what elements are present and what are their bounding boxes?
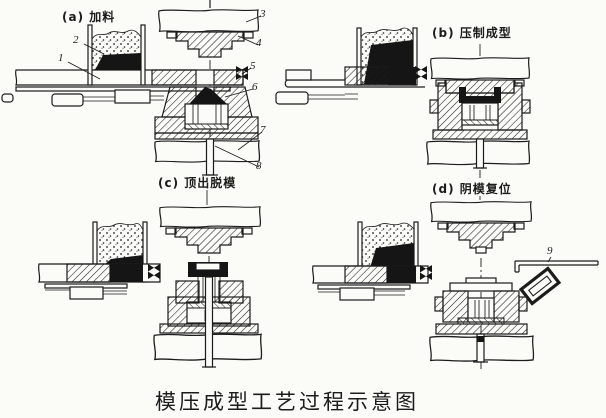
upper-platen-b [430, 57, 531, 80]
panel-d-drawing [312, 196, 599, 372]
upper-platen-c [159, 206, 262, 228]
upper-platen-a [158, 9, 260, 33]
leader-lines-a [67, 15, 263, 168]
figure-caption: 模压成型工艺过程示意图 [155, 390, 419, 414]
panel-a-label: (a) 加料 [62, 10, 116, 24]
panel-c-label: (c) 顶出脱模 [158, 176, 237, 190]
plate-latch-c [148, 264, 160, 279]
callout-6: 6 [252, 81, 258, 93]
molded-part-b [459, 87, 501, 103]
panel-b-drawing [275, 27, 531, 178]
ejector-rod-a [205, 138, 215, 176]
ejector-rod-b [475, 138, 485, 169]
callout-9: 9 [547, 245, 553, 257]
material-container-a [87, 24, 146, 86]
callout-5: 5 [250, 60, 256, 72]
plate-latch-d [420, 265, 432, 280]
callout-8: 8 [256, 160, 262, 172]
callout-4: 4 [256, 37, 262, 49]
mold-a [154, 86, 259, 140]
upper-platen-d [430, 201, 533, 223]
panel-b-label: (b) 压制成型 [432, 26, 512, 40]
callout-3: 3 [260, 8, 266, 20]
callout-7: 7 [260, 124, 266, 136]
upper-punch-c [165, 227, 253, 254]
panel-d-label: (d) 阴模复位 [432, 182, 512, 196]
panel-c-drawing [38, 190, 263, 368]
panel-a-drawing [1, 0, 263, 176]
pry-bar-tool [514, 260, 599, 273]
charge-a [189, 87, 227, 104]
callout-1: 1 [58, 52, 64, 64]
plate-latch-a [236, 66, 248, 80]
plate-latch-b [415, 66, 427, 80]
callout-2: 2 [73, 34, 79, 46]
mold-d [434, 277, 528, 335]
upper-punch-a [166, 31, 254, 58]
upper-punch-b [445, 79, 515, 94]
upper-punch-d [437, 222, 525, 249]
mold-b [429, 82, 531, 140]
ejector-rod-c [204, 276, 214, 368]
